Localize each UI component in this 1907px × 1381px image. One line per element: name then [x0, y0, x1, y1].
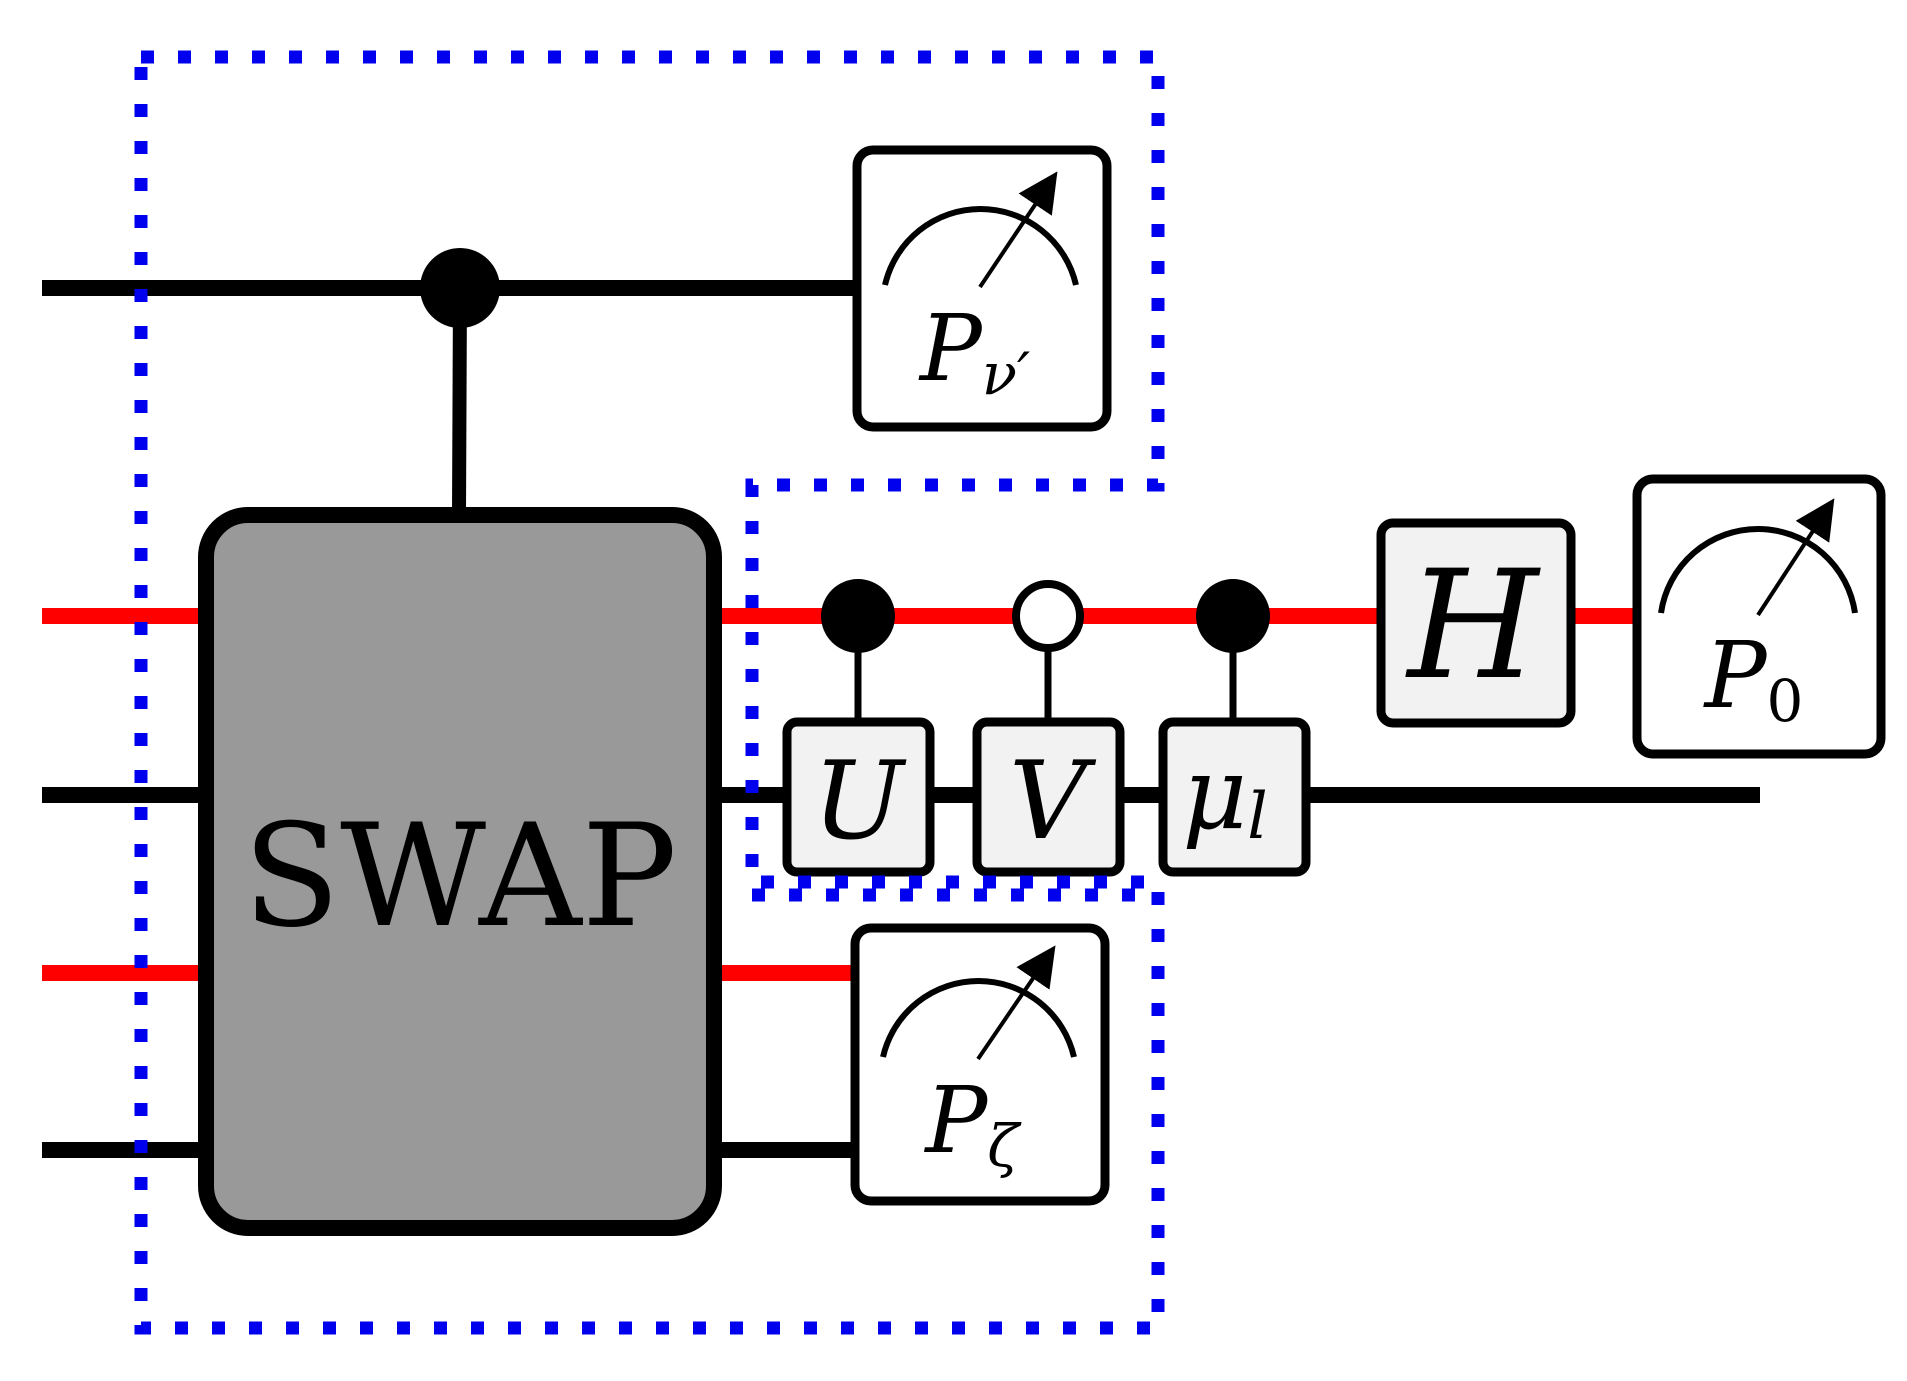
gate-u: U — [782, 717, 935, 877]
control-dot-v — [1012, 580, 1084, 652]
meter-icon — [1658, 498, 1858, 617]
dotted-region-outline — [134, 50, 1165, 1335]
gate-v: V — [972, 717, 1125, 877]
gate-h: H — [1376, 518, 1576, 728]
gate-h-label: H — [1405, 539, 1542, 713]
gate-mu-label: μ — [1182, 735, 1247, 852]
outer-dotted-region — [134, 50, 1165, 1335]
gate-u-label: U — [812, 739, 906, 864]
svg-text:μl: μl — [1182, 735, 1267, 854]
control-dot-mu — [1196, 579, 1270, 653]
gate-mu-l: μl — [1158, 717, 1311, 877]
measurement-right: P0 — [1632, 474, 1886, 759]
measurement-top-label: P — [918, 295, 984, 402]
svg-text:P0: P0 — [1703, 622, 1804, 735]
measurement-top-subscript: ν′ — [982, 340, 1030, 408]
control-dot-swap — [420, 248, 500, 328]
svg-text:Pζ: Pζ — [923, 1067, 1022, 1180]
meter-icon — [882, 171, 1079, 289]
swap-gate-label: SWAP — [243, 794, 677, 959]
control-dots — [420, 248, 1270, 653]
measurement-right-subscript: 0 — [1767, 667, 1804, 735]
measurement-top: Pν′ — [852, 145, 1112, 432]
meter-icon — [880, 945, 1077, 1061]
measurement-bottom-label: P — [923, 1067, 989, 1174]
svg-text:Pν′: Pν′ — [918, 295, 1030, 408]
swap-gate: SWAP — [198, 507, 722, 1236]
measurement-bottom-subscript: ζ — [987, 1112, 1022, 1180]
gate-mu-subscript: l — [1247, 780, 1267, 854]
gate-v-label: V — [1009, 739, 1097, 864]
measurement-right-label: P — [1703, 622, 1769, 729]
control-dot-u — [821, 579, 895, 653]
measurement-bottom: Pζ — [850, 923, 1110, 1206]
